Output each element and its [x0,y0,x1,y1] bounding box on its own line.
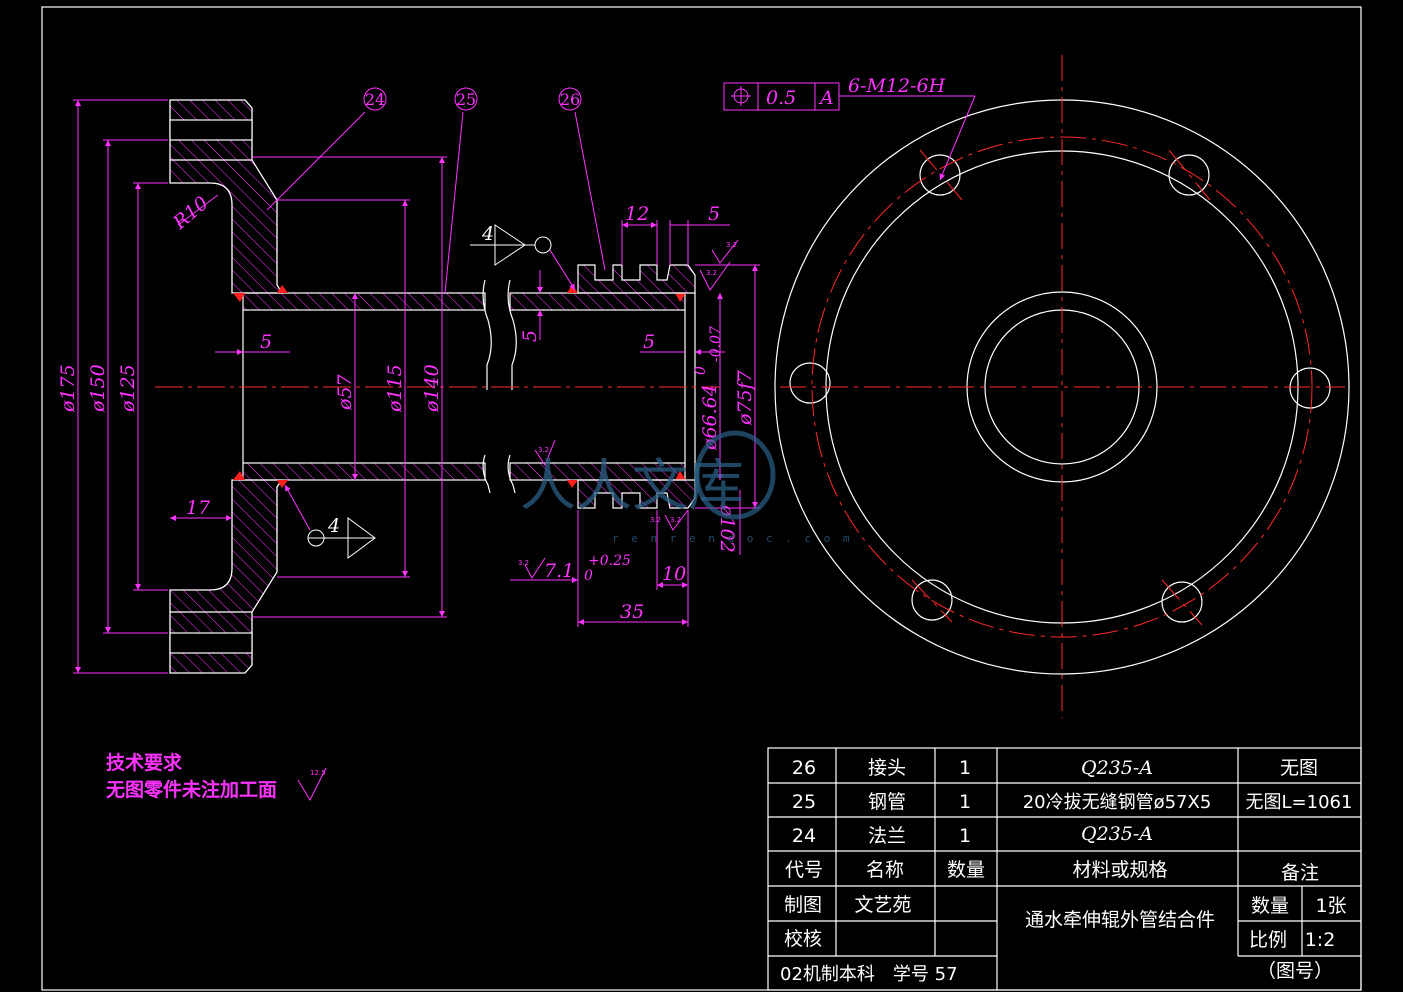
dim-d115: ø115 [384,364,406,413]
part-24-name: 法兰 [868,825,906,847]
scale-value: 1:2 [1305,929,1336,951]
class-info: 02机制本科 学号 57 [780,964,958,985]
drawing-frame [41,6,1362,991]
roughness-symbols [297,239,739,802]
dim-tol6664-up: 0 [693,366,709,375]
weld-symbol-top [470,224,552,266]
part-24-qty: 1 [959,825,971,847]
part-24-material: Q235-A [1081,823,1153,845]
dim-tol6664-lo: -0.07 [708,326,724,362]
weld-symbol-bottom [307,517,376,559]
dim-r10: R10 [168,192,212,234]
roughness-f: 3.2 [650,516,661,524]
roughness-tech: 12.5 [310,769,326,777]
part-25-note: 无图L=1061 [1246,792,1353,813]
dim-five-top: 5 [708,203,720,225]
watermark: 人人文库 r e n r e n d o c . c o m [520,430,853,545]
front-view-centerlines [780,55,1345,718]
gdt-frame [723,82,976,181]
watermark-url: r e n r e n d o c . c o m [612,532,853,545]
weld-label-bottom: 4 [327,515,340,537]
header-material: 材料或规格 [1072,859,1167,881]
balloon-26: 26 [560,90,580,109]
dim-d150: ø150 [87,364,109,413]
roughness-c: 3.2 [538,446,549,454]
title-block-grid [767,747,1362,991]
part-25-no: 25 [792,791,816,813]
checked-label: 校核 [784,928,822,950]
gdt-datum: A [818,87,834,109]
balloon-25: 25 [456,90,476,109]
dim-five-right: 5 [643,331,655,353]
dim-d125: ø125 [117,364,139,413]
dim-d140: ø140 [421,364,443,413]
dim-d6664: ø66.64 [699,384,721,451]
part-26-no: 26 [792,757,816,779]
dim-five-mid: 5 [519,330,541,342]
gdt-note: 6-M12-6H [848,75,946,97]
drawing-title: 通水牵伸辊外管结合件 [1025,909,1215,931]
drawn-label: 制图 [784,894,822,916]
part-25-qty: 1 [959,791,971,813]
part-26-note: 无图 [1280,757,1318,779]
dim-tol71-lo: 0 [584,568,593,584]
part-26-material: Q235-A [1081,757,1153,779]
pipe-section [233,279,686,494]
qty-label: 数量 [1251,895,1289,917]
dim-d57: ø57 [334,373,356,411]
dimension-lines [73,99,760,674]
dim-seventeen: 17 [186,497,211,519]
dim-tol71-up: +0.25 [588,553,631,569]
header-note: 备注 [1281,862,1319,884]
roughness-d: 3.2 [518,559,529,567]
dim-five-left: 5 [260,331,272,353]
scale-label: 比例 [1249,929,1287,951]
dim-seven1: 7.1 [544,560,574,582]
drawn-by: 文艺苑 [854,894,911,916]
qty-value: 1张 [1315,895,1346,917]
roughness-b: 3.2 [706,269,717,277]
tech-title: 技术要求 [106,751,183,774]
roughness-e: 3.2 [670,516,681,524]
balloon-24: 24 [365,90,385,109]
watermark-text: 人人文库 [520,454,744,519]
gdt-value: 0.5 [766,87,796,109]
joint-section [577,264,696,509]
flange-section [169,99,284,674]
header-no: 代号 [785,859,823,881]
balloons [363,87,582,111]
tech-line: 无图零件未注加工面 [106,778,277,801]
dim-twelve: 12 [625,203,649,225]
drawing-no: （图号） [1257,960,1333,982]
dim-ten: 10 [662,563,686,585]
weld-label-top: 4 [481,223,494,245]
part-24-no: 24 [792,825,816,847]
part-26-qty: 1 [959,757,971,779]
header-qty: 数量 [947,859,985,881]
header-name: 名称 [866,859,904,881]
dim-d175: ø175 [57,364,79,413]
dim-thirtyfive-bottom: 35 [620,601,644,623]
roughness-a: 3.2 [726,241,737,249]
dim-d75f7: ø75f7 [734,369,756,426]
part-26-name: 接头 [868,757,906,779]
part-25-name: 钢管 [868,791,906,813]
part-25-material: 20冷拔无缝钢管ø57X5 [1023,792,1212,813]
